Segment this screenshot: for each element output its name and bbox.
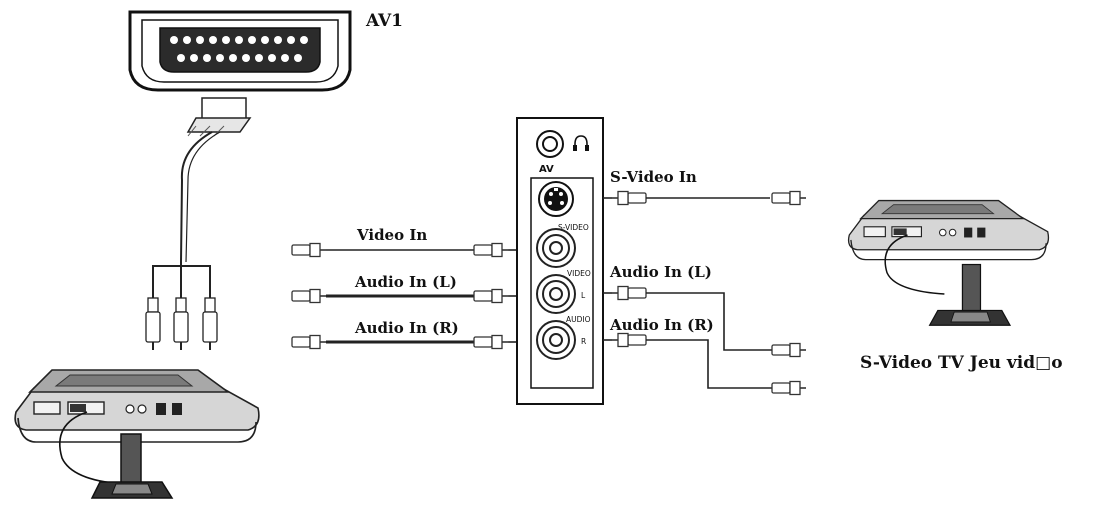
audio-in-l-right-label: Audio In (L) [609, 263, 712, 281]
scart-connector [128, 10, 352, 92]
joystick-right [928, 263, 1012, 326]
headphone-icon [573, 135, 589, 151]
rca-plug-2 [173, 297, 189, 350]
scart-pins [170, 36, 308, 62]
audio-in-r-left-label: Audio In (R) [354, 319, 459, 337]
video-in-label: Video In [356, 226, 427, 244]
panel-l-label: L [581, 291, 586, 300]
audio-l-jack [536, 274, 576, 314]
cable-audio-r-left [291, 334, 520, 350]
cable-audio-r-right [603, 332, 807, 396]
cable-audio-l-left [291, 288, 520, 304]
av-input-panel: AV S-VIDEO VIDEO L AUDIO R [516, 117, 604, 405]
rca-plug-3 [202, 297, 218, 350]
headphone-jack [536, 130, 564, 158]
panel-audio-label: AUDIO [566, 315, 591, 324]
cable-video-in-left [291, 242, 520, 258]
joystick-left [90, 433, 174, 499]
audio-r-jack [536, 320, 576, 360]
audio-in-l-left-label: Audio In (L) [354, 273, 457, 291]
panel-r-label: R [581, 337, 586, 346]
s-video-jack [538, 181, 574, 217]
av1-label: AV1 [365, 11, 403, 31]
rca-plug-1 [145, 297, 161, 350]
video-jack [536, 228, 576, 268]
panel-s-video-label: S-VIDEO [558, 223, 589, 232]
panel-video-label: VIDEO [567, 269, 591, 278]
game-console-right [847, 199, 1050, 326]
game-console-left [14, 369, 260, 499]
cable-audio-l-right [603, 285, 807, 358]
panel-av-label: AV [539, 164, 554, 175]
device-caption: S-Video TV Jeu vid□o [860, 353, 1063, 373]
audio-in-r-right-label: Audio In (R) [609, 316, 714, 334]
s-video-in-label: S-Video In [610, 168, 697, 186]
cable-s-video-in [603, 190, 807, 206]
scart-plug-cable [145, 97, 252, 350]
